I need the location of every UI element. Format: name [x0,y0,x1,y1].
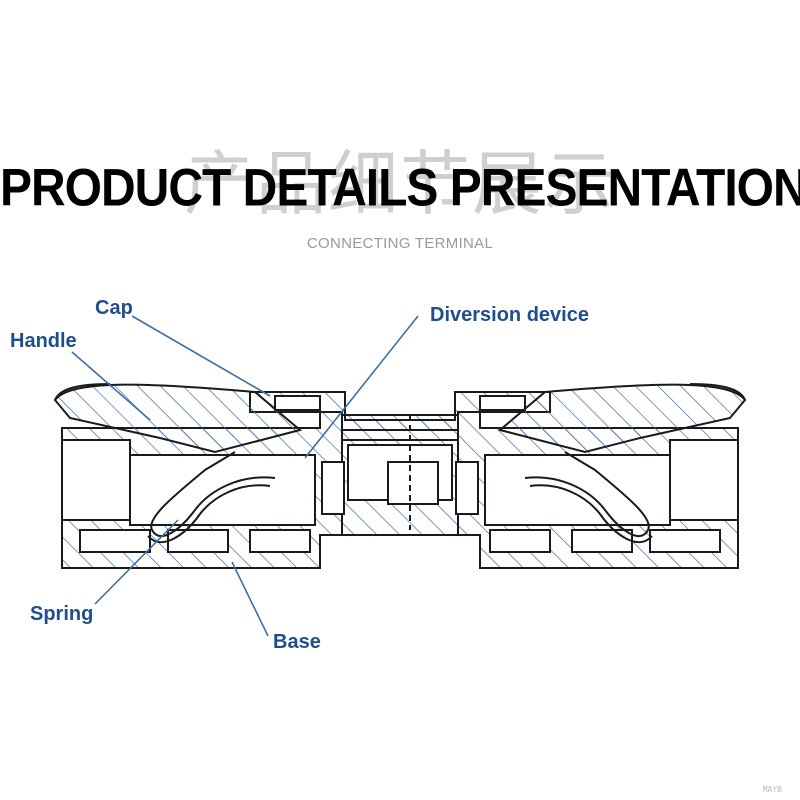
watermark: MAYB [762,785,782,794]
inner-cavities [61,439,739,553]
leader-diversion [304,315,419,459]
leader-spring [94,519,179,605]
page-title: PRODUCT DETAILS PRESENTATION [0,159,800,218]
label-cap: Cap [95,297,133,319]
title-chinese: 产品细节展示 [184,143,616,225]
leader-base [231,561,269,637]
label-spring: Spring [30,603,94,625]
handle-right [497,383,747,454]
diversion-device [342,415,458,530]
cap-part [249,391,551,431]
spring-left [147,451,276,543]
leader-lines [71,315,419,637]
leader-handle [71,351,151,421]
label-handle: Handle [10,330,77,352]
handle-left [53,383,303,454]
leader-cap [131,315,271,397]
spring-right [524,451,653,543]
subtitle: CONNECTING TERMINAL [306,235,494,252]
label-base: Base [273,631,321,653]
label-diversion-device: Diversion device [430,304,589,326]
